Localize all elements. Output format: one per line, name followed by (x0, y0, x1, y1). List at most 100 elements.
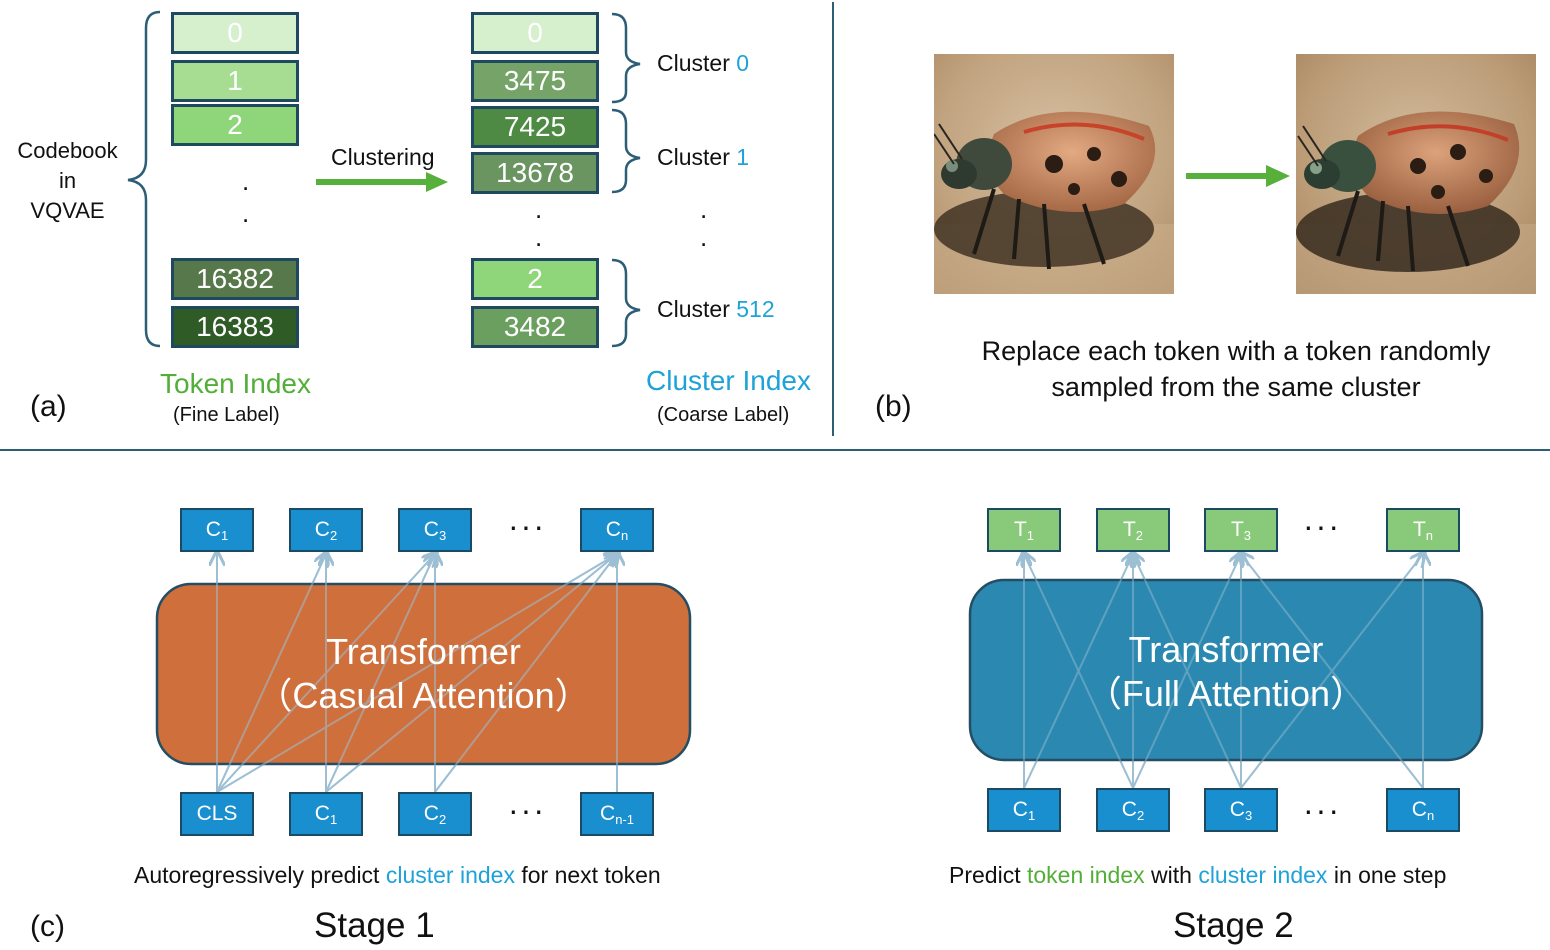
stage2-output-token-base: T (1412, 518, 1426, 541)
causal-attention-line (434, 554, 617, 793)
cluster-512-brace (611, 258, 641, 348)
stage2-output-token: T1 (987, 508, 1061, 552)
stage2-input-token-subscript: n (1426, 808, 1435, 823)
stage2-title: Stage 2 (1173, 906, 1294, 945)
stage2-transformer-label: Transformer （Full Attention） (1085, 629, 1367, 714)
token-index-box: 2 (171, 104, 299, 146)
cluster-label-1: Cluster 1 (657, 144, 750, 170)
stage1-input-token-base: C (423, 802, 439, 825)
stage1-input-token-subscript: 2 (438, 812, 447, 827)
full-attention-line (1024, 554, 1134, 789)
stage2-output-ellipsis: ··· (1303, 508, 1341, 544)
stage2-input-token-base: C (1229, 798, 1245, 821)
stage2-input-token: C2 (1096, 788, 1170, 832)
full-attention-line (1023, 554, 1133, 789)
codebook-brace (127, 10, 161, 348)
cluster-index-title: Cluster Index (646, 365, 811, 396)
full-attention-line (1132, 554, 1241, 789)
stage1-output-token-base: C (605, 518, 621, 541)
stage1-input-token: C1 (289, 792, 363, 836)
token-index-box: 16383 (171, 306, 299, 348)
stage1-output-token-subscript: n (620, 528, 629, 543)
stage1-title: Stage 1 (314, 906, 435, 945)
token-index-subtitle: (Fine Label) (173, 404, 280, 426)
token-ellipsis-dot: . (242, 198, 250, 228)
stage2-input-token: Cn (1386, 788, 1460, 832)
panel-c-tag: (c) (30, 910, 65, 943)
clustering-label: Clustering (331, 144, 435, 170)
token-index-box: 0 (171, 12, 299, 54)
stage1-output-token-subscript: 1 (220, 528, 229, 543)
stage2-input-token: C3 (1204, 788, 1278, 832)
panel-b-tag: (b) (875, 390, 912, 423)
stage2-output-token-subscript: 3 (1243, 528, 1252, 543)
stage1-output-token-subscript: 3 (438, 528, 447, 543)
stage1-input-ellipsis: ··· (508, 792, 546, 828)
stage2-output-token-base: T (1013, 518, 1027, 541)
token-ellipsis-dot: . (242, 166, 250, 196)
stage2-output-token: T2 (1096, 508, 1170, 552)
stage2-input-token-subscript: 1 (1027, 808, 1036, 823)
cluster-label-0: Cluster 0 (657, 50, 750, 76)
cluster-member-box: 2 (471, 258, 599, 300)
full-attention-line (1133, 554, 1242, 789)
cluster-1-brace (611, 108, 641, 194)
stage1-output-token-subscript: 2 (329, 528, 338, 543)
cluster-0-brace (611, 12, 641, 104)
stage2-input-token-subscript: 3 (1244, 808, 1253, 823)
replace-arrow-head (1266, 165, 1290, 187)
cluster-member-box: 0 (471, 12, 599, 54)
panel-b-caption: Replace each token with a token randomly… (981, 336, 1491, 402)
stage1-attention-lines-overlay (216, 554, 617, 793)
resampled-beetle-image (1296, 54, 1536, 294)
stage1-transformer-box (155, 582, 692, 766)
clustering-arrow-head (426, 172, 448, 192)
stage2-output-token-subscript: n (1425, 528, 1434, 543)
stage1-input-token: C2 (398, 792, 472, 836)
stage1-output-token-base: C (314, 518, 330, 541)
cluster-label-ellipsis-dot: . (700, 222, 708, 252)
stage1-input-token-subscript: 1 (329, 812, 338, 827)
stage2-caption: Predict token index with cluster index i… (949, 862, 1447, 888)
stage2-output-token-base: T (1122, 518, 1136, 541)
stage1-input-token-base: C (314, 802, 330, 825)
cluster-member-box: 7425 (471, 106, 599, 148)
causal-attention-line (216, 554, 326, 793)
stage2-output-token-base: T (1230, 518, 1244, 541)
stage2-transformer-box (968, 578, 1484, 762)
codebook-label: Codebook in VQVAE (17, 138, 118, 223)
stage1-input-token-base: CLS (196, 802, 238, 825)
cluster-member-box: 3475 (471, 60, 599, 102)
stage2-output-token: T3 (1204, 508, 1278, 552)
stage2-input-token: C1 (987, 788, 1061, 832)
full-attention-line (1240, 554, 1423, 789)
causal-attention-line (216, 554, 617, 793)
stage1-output-token: C3 (398, 508, 472, 552)
stage2-input-ellipsis: ··· (1303, 792, 1341, 828)
stage1-output-token: Cn (580, 508, 654, 552)
stage2-output-token-subscript: 2 (1135, 528, 1144, 543)
stage1-input-token-base: C (600, 802, 616, 825)
cluster-label-ellipsis-dot: . (700, 194, 708, 224)
causal-attention-line (216, 554, 435, 793)
token-index-title: Token Index (160, 368, 311, 399)
cluster-member-box: 13678 (471, 152, 599, 194)
stage1-output-token-base: C (205, 518, 221, 541)
cluster-member-box: 3482 (471, 306, 599, 348)
stage2-input-token-base: C (1121, 798, 1137, 821)
stage2-input-token-base: C (1012, 798, 1028, 821)
token-index-box: 16382 (171, 258, 299, 300)
stage2-attention-lines-overlay (1023, 554, 1424, 789)
stage1-caption: Autoregressively predict cluster index f… (134, 862, 661, 888)
token-index-box: 1 (171, 60, 299, 102)
full-attention-line (1241, 554, 1424, 789)
cluster-index-subtitle: (Coarse Label) (657, 404, 790, 426)
stage2-output-token: Tn (1386, 508, 1460, 552)
cluster-ellipsis-dot: . (535, 222, 543, 252)
original-beetle-image (934, 54, 1174, 294)
stage1-input-token: Cn-1 (580, 792, 654, 836)
cluster-ellipsis-dot: . (535, 194, 543, 224)
stage1-output-ellipsis: ··· (508, 508, 546, 544)
